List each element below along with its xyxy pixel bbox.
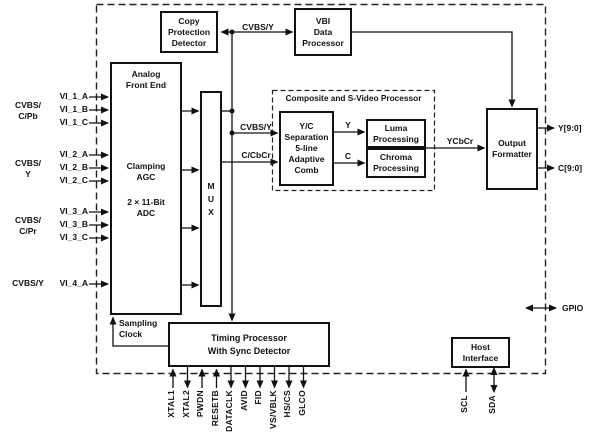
output-label-y-bus: Y[9:0] (558, 123, 582, 133)
input-group-label-cvbs-y: CVBS/ Y (15, 158, 41, 179)
pin-label-resetb: RESETB (210, 390, 220, 427)
pin-label-dataclk: DATACLK (224, 390, 234, 432)
input-group-label-cvbs-cpb: CVBS/ C/Pb (15, 100, 41, 121)
output-label-gpio: GPIO (562, 303, 584, 313)
pin-label-fid: FID (253, 390, 263, 405)
block-analog-front-end: Analog Front End Clamping AGC 2 × 11-Bit… (110, 62, 182, 315)
input-pin-vi-3-b: VI_3_B (59, 219, 88, 229)
input-group-label-cvbs-y4: CVBS/Y (12, 278, 44, 288)
pin-label-scl: SCL (459, 395, 469, 413)
input-pin-vi-1-b: VI_1_B (59, 104, 88, 114)
pin-label-glco: GLCO (297, 390, 307, 416)
input-pin-vi-1-a: VI_1_A (59, 91, 88, 101)
input-pin-vi-3-a: VI_3_A (59, 206, 88, 216)
signal-wires (89, 28, 557, 393)
block-timing-processor: Timing Processor With Sync Detector (168, 322, 330, 367)
wire-label-cvbs-y-top: CVBS/Y (242, 22, 274, 32)
pin-label-xtal1: XTAL1 (166, 390, 176, 418)
block-host-interface: Host Interface (451, 337, 510, 368)
wire-label-y: Y (345, 120, 351, 130)
block-output-formatter: Output Formatter (486, 108, 538, 190)
wire-label-c-cbcr: C/CbCr (241, 150, 271, 160)
afe-title-label: Analog Front End (125, 69, 167, 90)
input-pin-vi-4-a: VI_4_A (59, 278, 88, 288)
pin-label-xtal2: XTAL2 (181, 390, 191, 418)
input-pin-vi-2-b: VI_2_B (59, 162, 88, 172)
block-vbi-data-processor: VBI Data Processor (294, 8, 352, 56)
pin-label-vs-vblk: VS/VBLK (268, 390, 278, 429)
afe-adc-label: 2 × 11-Bit ADC (127, 197, 165, 218)
pin-label-sda: SDA (487, 395, 497, 414)
block-mux: M U X (200, 91, 222, 307)
composite-processor-label: Composite and S-Video Processor (285, 93, 422, 103)
wire-label-c: C (344, 151, 352, 161)
sampling-clock-label: Sampling Clock (119, 318, 158, 339)
block-chroma-processing: Chroma Processing (366, 148, 426, 178)
block-yc-separation: Y/C Separation 5-line Adaptive Comb (279, 111, 334, 186)
block-luma-processing: Luma Processing (366, 119, 426, 148)
pin-label-pwdn: PWDN (195, 390, 205, 418)
junction-dots (229, 29, 235, 136)
wire-label-cvbs-y: CVBS/Y (240, 122, 272, 132)
chip-boundary (95, 3, 547, 375)
afe-clamping-label: Clamping AGC (126, 161, 166, 182)
composite-processor-boundary (271, 89, 436, 192)
input-pin-vi-3-c: VI_3_C (59, 232, 88, 242)
input-pin-vi-1-c: VI_1_C (59, 117, 88, 127)
output-label-c-bus: C[9:0] (558, 163, 583, 173)
block-copy-protection-detector: Copy Protection Detector (160, 11, 218, 53)
pin-label-avid: AVID (239, 390, 249, 411)
input-group-label-cvbs-cpr: CVBS/ C/Pr (15, 215, 41, 236)
input-pin-vi-2-c: VI_2_C (59, 175, 88, 185)
wire-label-ycbcr: YCbCr (446, 136, 474, 146)
pin-label-hs-cs: HS/CS (282, 390, 292, 418)
input-pin-vi-2-a: VI_2_A (59, 149, 88, 159)
